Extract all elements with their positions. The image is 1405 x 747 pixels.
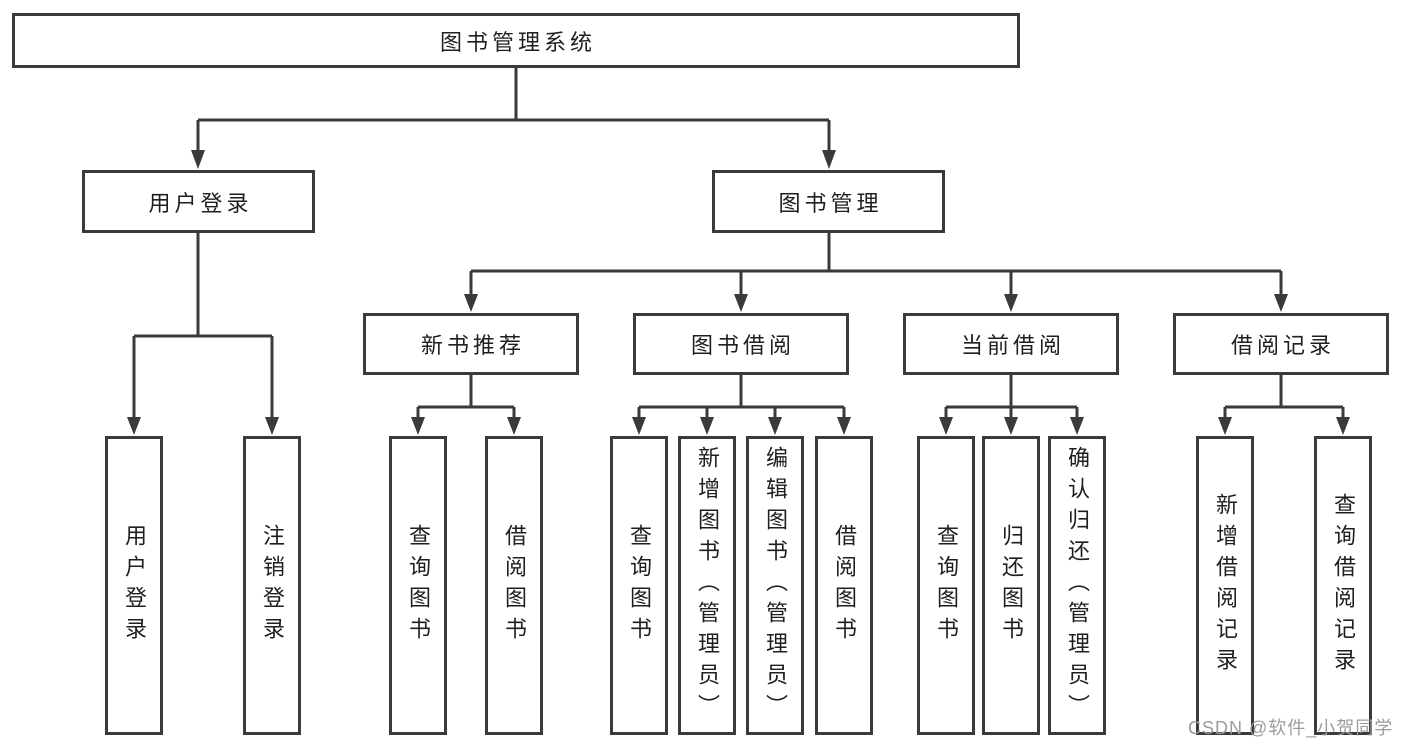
- connector-newbook-to-leaves: [416, 375, 516, 419]
- node-current-borrow: 当前借阅: [903, 313, 1119, 375]
- connector-bookborrow-to-leaves: [637, 375, 846, 419]
- connector-userlogin-to-leaves: [132, 233, 274, 419]
- leaf-label: 查询图书: [406, 523, 431, 648]
- leaf-label: 用户登录: [122, 523, 147, 648]
- leaf-label: 借阅图书: [502, 523, 527, 648]
- leaf-label: 编辑图书（管理员）: [763, 446, 788, 725]
- leaf-current-query: 查询图书: [917, 436, 975, 735]
- leaf-label: 查询图书: [934, 523, 959, 648]
- leaf-label: 查询借阅记录: [1331, 492, 1356, 679]
- leaf-label: 注销登录: [260, 523, 285, 648]
- node-new-book-recommend: 新书推荐: [363, 313, 579, 375]
- watermark: CSDN @软件_小贺同学: [1188, 718, 1394, 738]
- node-borrow-record: 借阅记录: [1173, 313, 1389, 375]
- leaf-label: 确认归还（管理员）: [1065, 446, 1090, 725]
- leaf-newbook-query: 查询图书: [389, 436, 447, 735]
- leaf-newbook-borrow: 借阅图书: [485, 436, 543, 735]
- leaf-label: 新增图书（管理员）: [695, 446, 720, 725]
- leaf-label: 归还图书: [999, 523, 1024, 648]
- node-book-borrow: 图书借阅: [633, 313, 849, 375]
- connector-bookmgmt-to-level3: [469, 233, 1283, 296]
- connector-borrowrecord-to-leaves: [1223, 375, 1345, 419]
- node-user-login: 用户登录: [82, 170, 315, 233]
- connector-currentborrow-to-leaves: [944, 375, 1079, 419]
- leaf-current-return: 归还图书: [982, 436, 1040, 735]
- leaf-borrow-add-admin: 新增图书（管理员）: [678, 436, 736, 735]
- leaf-user-login: 用户登录: [105, 436, 163, 735]
- leaf-record-query: 查询借阅记录: [1314, 436, 1372, 735]
- leaf-record-add: 新增借阅记录: [1196, 436, 1254, 735]
- node-root: 图书管理系统: [12, 13, 1020, 68]
- leaf-borrow-book: 借阅图书: [815, 436, 873, 735]
- leaf-label: 新增借阅记录: [1213, 492, 1238, 679]
- leaf-borrow-query: 查询图书: [610, 436, 668, 735]
- leaf-current-confirm-admin: 确认归还（管理员）: [1048, 436, 1106, 735]
- leaf-borrow-edit-admin: 编辑图书（管理员）: [746, 436, 804, 735]
- leaf-label: 借阅图书: [832, 523, 857, 648]
- arrowheads: [127, 150, 1350, 435]
- leaf-logout: 注销登录: [243, 436, 301, 735]
- leaf-label: 查询图书: [627, 523, 652, 648]
- connector-root-to-level2: [196, 68, 831, 153]
- node-book-management: 图书管理: [712, 170, 945, 233]
